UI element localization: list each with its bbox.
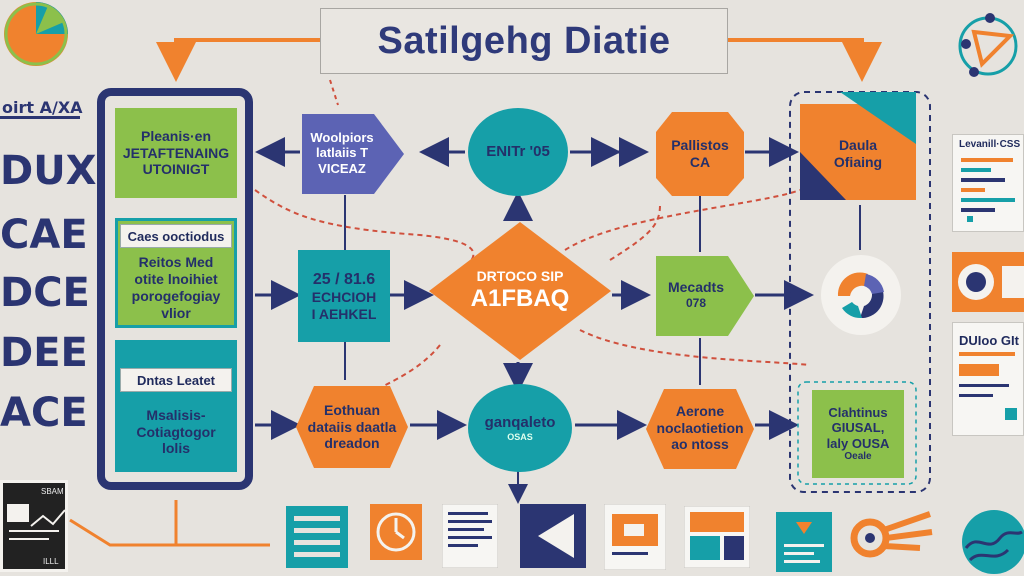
- right-panel-document-title: DUIoo GIt: [959, 333, 1019, 348]
- green-pentagon-line-2: 078: [685, 296, 707, 311]
- green-pentagon-text: Mecadts 078: [654, 262, 738, 328]
- orange-octagon-top-big: CA: [689, 154, 711, 170]
- lane-card-2-body: Reitos Med otite lnoihiet porogefogiay v…: [115, 250, 237, 326]
- bottom-left-card-top: SBAM: [41, 487, 64, 496]
- left-label-1: DUX: [0, 148, 97, 194]
- lane-card-2-line-2: otite lnoihiet: [134, 271, 218, 288]
- teal-circle-bottom-line-1: ganqaleto: [484, 413, 556, 431]
- decision-diamond[interactable]: [425, 218, 615, 364]
- connector-bottom-left: [69, 518, 176, 547]
- lane-card-3-tab: Dntas Leatet: [120, 368, 232, 392]
- teal-circle-top-text: ENITr '05: [486, 143, 550, 160]
- teal-process-node-line-2: ECHCIOH: [311, 288, 377, 305]
- orange-hexagon-left-text: Eothuan dataiis daatla dreadon: [300, 392, 404, 462]
- globe-icon: [962, 510, 1024, 574]
- connector-title-to-lane: [156, 38, 320, 82]
- split-color-square-text: Daula Ofiaing: [812, 132, 904, 176]
- orange-hexagon-right-node[interactable]: [642, 385, 758, 473]
- lane-card-1[interactable]: Pleanis·en JETAFTENAING UTOINIGT: [115, 108, 237, 198]
- right-panel-gauge: [952, 252, 1024, 312]
- decision-diamond-line-2: A1FBAQ: [470, 285, 570, 312]
- orange-hexagon-right-line-1: Aerone: [675, 402, 725, 419]
- orange-hexagon-left-line-1: Eothuan: [324, 401, 380, 418]
- play-back-icon: [520, 504, 586, 568]
- split-color-square-line-1: Daula: [838, 137, 878, 154]
- orange-hexagon-left-line-2: dataiis daatla: [307, 418, 397, 435]
- green-summary-line-3: laly OUSA: [826, 435, 890, 451]
- document-icon: [442, 504, 498, 568]
- network-icon: [958, 13, 1018, 77]
- teal-card-icon: [776, 512, 832, 572]
- teal-circle-top-node[interactable]: ENITr '05: [468, 108, 568, 196]
- decision-diamond-text: DRTOCO SIP A1FBAQ: [460, 256, 580, 326]
- pentagon-node[interactable]: [298, 110, 408, 198]
- orange-octagon-top-node[interactable]: [652, 108, 748, 200]
- right-panel-chart-title: Levanill·CSS: [959, 139, 1021, 150]
- teal-process-node-line-3: I AEHKEL: [311, 305, 377, 322]
- left-label-3: DCE: [0, 270, 90, 316]
- document-lines-icon: [959, 352, 1017, 420]
- teal-circle-bottom-node[interactable]: ganqaleto OSAS: [468, 384, 572, 472]
- teal-process-node[interactable]: 25 / 81.6 ECHCIOH I AEHKEL: [298, 250, 390, 342]
- pie-chart-icon: [4, 2, 68, 66]
- orange-octagon-top-small: Pallistos: [671, 137, 729, 154]
- target-icon: [958, 264, 1024, 300]
- pentagon-node-line-2: latlaiis T: [315, 145, 369, 161]
- bottom-left-card: SBAM ILLL: [0, 480, 68, 572]
- green-summary-line-2: GIUSAL,: [831, 420, 885, 436]
- lane-card-3-line-1: Msalisis-: [146, 406, 206, 423]
- list-lines-icon: [286, 506, 348, 568]
- green-pentagon-node[interactable]: [652, 252, 758, 340]
- green-summary-node[interactable]: Clahtinus GIUSAL, laly OUSA Oeale: [812, 390, 904, 478]
- orange-hexagon-right-text: Aerone noclaotietion ao ntoss: [650, 393, 750, 463]
- left-label-4: DEE: [0, 330, 88, 376]
- orange-hexagon-left-line-3: dreadon: [324, 435, 380, 452]
- left-label-underline: [0, 116, 80, 119]
- key-icon: [850, 511, 933, 558]
- lane-card-3-line-2: Cotiagtogor: [136, 423, 216, 440]
- slide-icon: [604, 504, 666, 570]
- orange-hexagon-left-node[interactable]: [292, 382, 412, 472]
- bottom-left-card-bottom: ILLL: [43, 557, 59, 566]
- lane-card-3-line-3: lolis: [161, 440, 190, 457]
- left-label-header: oirt A/XA: [2, 98, 83, 117]
- split-color-square-line-2: Ofiaing: [833, 154, 883, 170]
- lane-card-2-tab: Caes ooctiodus: [120, 224, 232, 248]
- lane-card-2-line-3: porogefogiay: [131, 288, 221, 304]
- left-label-5: ACE: [0, 390, 88, 436]
- orange-hexagon-right-line-3: ao ntoss: [671, 436, 729, 453]
- split-color-square-node[interactable]: [800, 92, 918, 204]
- pentagon-node-line-1: Woolpiors: [310, 129, 374, 145]
- green-pentagon-line-1: Mecadts: [667, 279, 725, 296]
- green-summary-line-1: Clahtinus: [828, 404, 888, 420]
- teal-circle-bottom-line-2: OSAS: [507, 431, 533, 442]
- left-label-2: CAE: [0, 212, 88, 258]
- orange-hexagon-right-line-2: noclaotietion: [656, 419, 744, 436]
- connector-title-to-right: [728, 38, 882, 82]
- right-panel-document: DUIoo GIt: [952, 322, 1024, 436]
- lane-card-1-line-2: JETAFTENAING: [122, 144, 230, 161]
- lane-card-1-line-1: Pleanis·en: [140, 127, 212, 144]
- pentagon-node-text: Woolpiors latlaiis T VICEAZ: [300, 118, 384, 188]
- teal-process-node-line-1: 25 / 81.6: [312, 270, 376, 288]
- decision-diamond-line-1: DRTOCO SIP: [476, 268, 564, 285]
- cycle-icon: [821, 255, 901, 335]
- orange-octagon-top-text: Pallistos CA: [652, 116, 748, 192]
- lane-card-1-line-3: UTOINIGT: [142, 161, 210, 178]
- diagram-title: Satilgehg Diatie: [320, 8, 728, 74]
- connector-lane-bottom: [174, 500, 270, 547]
- bar-list-icon: [961, 158, 1015, 222]
- lane-card-3[interactable]: [115, 340, 237, 472]
- green-summary-line-4: Oeale: [844, 451, 872, 463]
- lane-card-2-line-1: Reitos Med: [138, 254, 214, 271]
- pentagon-node-line-3: VICEAZ: [318, 160, 366, 176]
- dashboard-icon: [684, 506, 750, 568]
- clock-icon: [370, 504, 422, 560]
- lane-card-2-line-4: vlior: [161, 304, 191, 321]
- right-panel-chart: Levanill·CSS: [952, 134, 1024, 232]
- lane-card-3-body: Msalisis- Cotiagtogor lolis: [115, 400, 237, 464]
- line-chart-icon: [7, 504, 66, 540]
